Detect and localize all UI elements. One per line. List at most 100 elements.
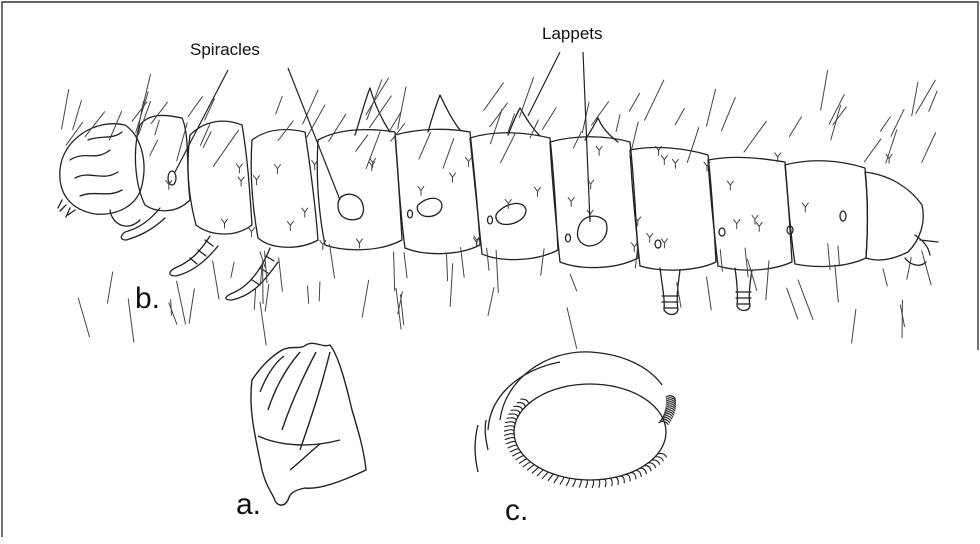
seta [838, 246, 840, 266]
crochet-hook [506, 441, 516, 444]
segment-a8 [865, 172, 923, 260]
seta [883, 269, 887, 286]
thoracic-leg-2 [170, 236, 218, 276]
mandible-drawing [251, 343, 366, 505]
crochet-hook [592, 480, 594, 488]
crochet-hook [505, 438, 515, 440]
seta [570, 274, 576, 291]
segment-a2 [395, 129, 480, 253]
seta [508, 114, 515, 133]
segment-a3 [470, 133, 558, 260]
crochet-hook [635, 470, 641, 476]
crochet-hook [631, 473, 636, 480]
proleg-1 [660, 268, 680, 315]
crochet-hook [604, 479, 606, 487]
crochet-hook [542, 472, 548, 479]
seta [446, 253, 447, 281]
crochet-hook [573, 479, 576, 487]
seta [78, 298, 89, 337]
seta [254, 289, 255, 310]
thoracic-leg-1 [121, 208, 165, 240]
spiracle-2 [338, 194, 363, 220]
seta-mark [756, 222, 762, 231]
seta [630, 122, 638, 157]
crochet-ring-drawing [475, 352, 676, 488]
seta [231, 262, 234, 277]
crochet-hook [548, 474, 553, 481]
seta [213, 261, 219, 299]
seta [496, 250, 498, 292]
seta [706, 89, 715, 126]
crochet-hook [615, 477, 618, 485]
seta-mark [356, 239, 362, 248]
seta-mark [466, 157, 472, 166]
seta [766, 261, 769, 300]
crochet-hook [504, 426, 514, 428]
seta [744, 121, 766, 152]
seta [278, 121, 293, 141]
figure-b-label: b. [135, 282, 160, 316]
seta-mark [254, 176, 260, 185]
seta [745, 248, 748, 277]
crochet-hook [598, 480, 600, 488]
seta [490, 103, 508, 127]
crochet-hook [504, 430, 514, 432]
seta [265, 284, 269, 311]
seta [567, 308, 577, 349]
crochet-hook [609, 478, 612, 486]
leader-lines [175, 52, 590, 222]
segment-a5 [630, 148, 716, 271]
seta [177, 281, 186, 324]
crochet-hook [505, 422, 515, 424]
spiracle-1 [168, 171, 176, 185]
crochet-hook [658, 421, 668, 425]
seta [629, 93, 639, 111]
seta [798, 280, 813, 320]
seta-mark [274, 165, 280, 174]
seta-mark [661, 239, 667, 248]
segment-a4 [550, 137, 638, 268]
crochet-hook [586, 480, 588, 488]
seta [902, 300, 903, 337]
spiracle-4 [496, 203, 526, 224]
seta-mark [661, 156, 667, 165]
crochet-hook [560, 477, 564, 484]
crochet-hook [515, 456, 524, 460]
seta [635, 247, 637, 268]
seta [501, 134, 516, 163]
seta [171, 300, 172, 316]
seta-mark [238, 177, 244, 186]
lappets-label: Lappets [542, 24, 603, 44]
lappet-2 [428, 95, 460, 132]
seta [150, 140, 158, 155]
seta [307, 286, 308, 303]
seta [487, 248, 489, 270]
seta [687, 128, 698, 163]
seta-mark [568, 198, 574, 207]
seta [401, 295, 404, 325]
seta [362, 280, 368, 317]
seta [916, 80, 936, 113]
proleg-2 [735, 268, 752, 311]
seta [852, 309, 856, 343]
spiracle-5 [577, 216, 606, 246]
seta [107, 272, 112, 303]
crochet-hook [519, 459, 527, 464]
seta [169, 303, 177, 324]
seta [330, 244, 335, 278]
seta [188, 97, 202, 117]
seta [541, 249, 544, 275]
seta-mark [249, 228, 255, 237]
lappet-4 [585, 118, 618, 142]
seta [369, 96, 391, 128]
seta-mark [672, 159, 678, 168]
seta [189, 289, 194, 323]
seta [747, 259, 756, 290]
seta-mark [647, 233, 653, 242]
spiracles-label: Spiracles [190, 40, 260, 60]
seta [519, 78, 533, 118]
seta [722, 97, 736, 130]
seta-mark [221, 219, 227, 228]
seta [484, 83, 504, 110]
seta-mark [302, 208, 308, 217]
